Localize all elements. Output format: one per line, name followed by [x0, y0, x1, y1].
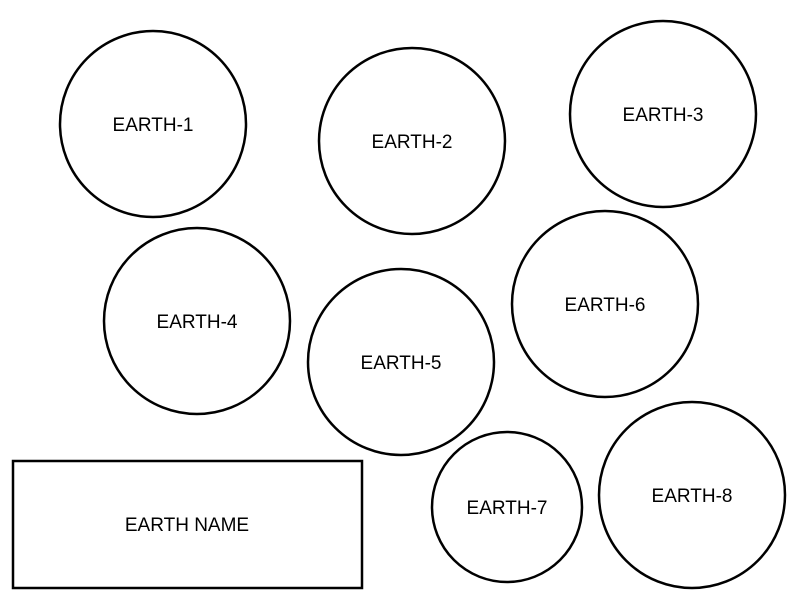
earth-7-node[interactable]: EARTH-7: [430, 430, 584, 584]
earth-7-circle: [430, 430, 584, 584]
earth-name-label: EARTH NAME: [125, 515, 249, 536]
earth-5-label: EARTH-5: [361, 353, 442, 374]
earth-6-node[interactable]: EARTH-6: [510, 209, 700, 399]
earth-3-circle: [568, 19, 758, 209]
earth-name-box[interactable]: EARTH NAME: [11, 459, 364, 590]
earth-6-label: EARTH-6: [565, 295, 646, 316]
earth-4-label: EARTH-4: [157, 312, 238, 333]
earth-1-label: EARTH-1: [113, 115, 194, 136]
earth-1-node[interactable]: EARTH-1: [58, 29, 248, 219]
earth-8-node[interactable]: EARTH-8: [597, 400, 787, 590]
earth-1-circle: [58, 29, 248, 219]
earth-5-circle: [306, 267, 496, 457]
earth-2-label: EARTH-2: [372, 132, 453, 153]
earth-name-rect: [11, 459, 364, 590]
earth-2-node[interactable]: EARTH-2: [317, 46, 507, 236]
earth-4-node[interactable]: EARTH-4: [102, 226, 292, 416]
earth-6-circle: [510, 209, 700, 399]
earth-3-label: EARTH-3: [623, 105, 704, 126]
earth-8-circle: [597, 400, 787, 590]
earth-2-circle: [317, 46, 507, 236]
earth-4-circle: [102, 226, 292, 416]
earth-8-label: EARTH-8: [652, 486, 733, 507]
earth-3-node[interactable]: EARTH-3: [568, 19, 758, 209]
earth-5-node[interactable]: EARTH-5: [306, 267, 496, 457]
earth-7-label: EARTH-7: [467, 498, 548, 519]
